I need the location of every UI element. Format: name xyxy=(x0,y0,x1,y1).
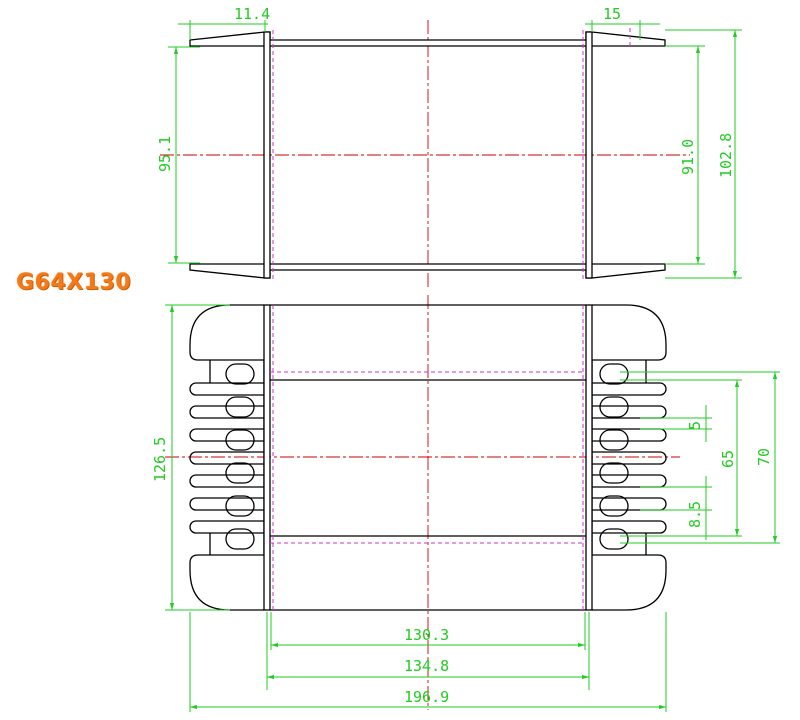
front-left-wall xyxy=(263,304,271,611)
dim-left-height: 95.1 xyxy=(156,136,174,172)
top-left-wall xyxy=(263,31,271,279)
dim-span-70: 70 xyxy=(755,448,773,466)
left-flange xyxy=(189,304,264,611)
dim-width-overall: 196.9 xyxy=(404,688,449,706)
model-title: G64X130 xyxy=(16,270,132,295)
front-view: 126.5 70 65 5 8.5 130.3 134.8 196.9 xyxy=(151,295,780,712)
dim-right-inner: 91.0 xyxy=(679,139,697,175)
right-flange xyxy=(592,304,667,611)
dim-span-65: 65 xyxy=(719,450,737,468)
top-flange-bar xyxy=(189,31,666,47)
dim-slot: 5 xyxy=(686,421,704,430)
top-view: 11.4 15 95.1 91.0 102.8 xyxy=(156,5,742,290)
bottom-flange-bar xyxy=(189,263,666,279)
front-right-wall xyxy=(585,304,593,611)
dim-right-outer: 102.8 xyxy=(717,133,735,178)
right-comb xyxy=(591,360,667,555)
dim-flange-left: 11.4 xyxy=(234,5,270,23)
dim-height-left: 126.5 xyxy=(151,437,169,482)
dim-flange-right: 15 xyxy=(603,5,621,23)
dim-width-inner: 130.3 xyxy=(404,626,449,644)
dim-pitch: 8.5 xyxy=(686,501,704,528)
top-right-wall xyxy=(585,31,593,279)
dim-width-mid: 134.8 xyxy=(404,657,449,675)
left-comb xyxy=(189,360,265,555)
